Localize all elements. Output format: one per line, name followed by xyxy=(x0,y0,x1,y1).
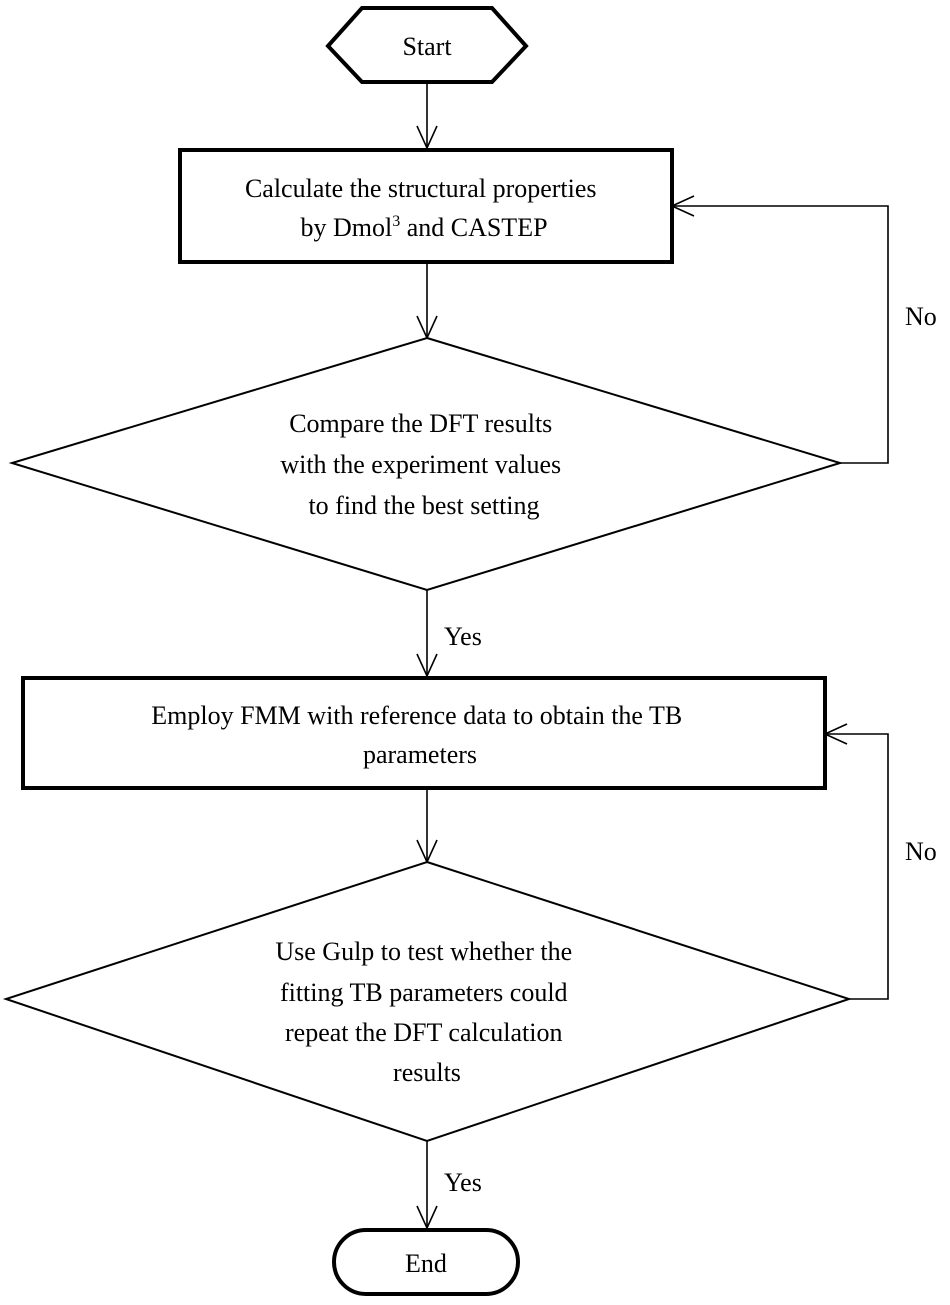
compare-label: Compare the DFT results with the experim… xyxy=(280,409,567,520)
calc-line-2: by Dmol3 and CASTEP xyxy=(300,213,547,242)
calc-process-box xyxy=(178,148,674,264)
start-label: Start xyxy=(402,32,452,61)
gulp-decision xyxy=(2,860,853,1143)
start-node xyxy=(325,6,529,84)
employ-line-2: parameters xyxy=(363,740,477,769)
gulp-line-3: repeat the DFT calculation xyxy=(285,1018,562,1047)
calc-line-2-prefix: by Dmol xyxy=(300,213,392,242)
employ-process-box xyxy=(21,676,827,790)
compare-line-3: to find the best setting xyxy=(308,491,539,520)
edge-compare-no-loop xyxy=(672,205,889,464)
gulp-label: Use Gulp to test whether the fitting TB … xyxy=(275,937,578,1087)
gulp-line-4: results xyxy=(393,1058,461,1087)
edge-label-no-1: No xyxy=(905,302,937,331)
calc-line-2-suffix: and CASTEP xyxy=(400,213,547,242)
gulp-line-2: fitting TB parameters could xyxy=(280,978,568,1007)
employ-line-1: Employ FMM with reference data to obtain… xyxy=(151,701,682,730)
gulp-line-1: Use Gulp to test whether the xyxy=(275,937,572,966)
edge-gulp-no-loop xyxy=(825,733,889,1000)
edge-label-no-2: No xyxy=(905,837,937,866)
end-label: End xyxy=(405,1249,447,1278)
edge-label-yes-1: Yes xyxy=(444,622,482,651)
employ-label: Employ FMM with reference data to obtain… xyxy=(151,701,688,769)
compare-line-2: with the experiment values xyxy=(280,450,561,479)
end-node xyxy=(332,1228,520,1296)
calc-label: Calculate the structural properties by D… xyxy=(245,174,603,242)
calc-line-1: Calculate the structural properties xyxy=(245,174,597,203)
edge-label-yes-2: Yes xyxy=(444,1168,482,1197)
calc-line-2-superscript: 3 xyxy=(392,213,400,230)
compare-line-1: Compare the DFT results xyxy=(289,409,552,438)
compare-decision xyxy=(8,336,844,592)
